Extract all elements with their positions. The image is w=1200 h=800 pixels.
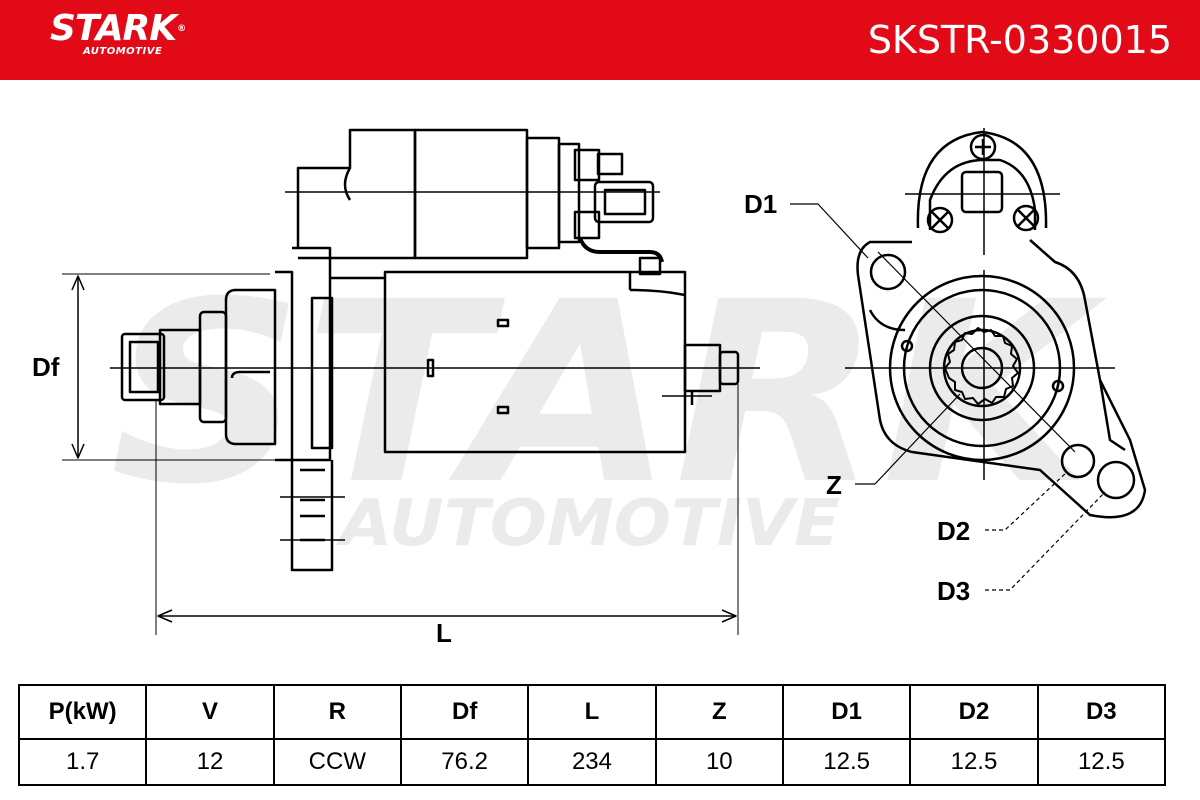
value-d3: 12.5 — [1036, 738, 1167, 786]
header-rotation: R — [272, 684, 402, 740]
value-d1: 12.5 — [781, 738, 912, 786]
label-df: Df — [32, 352, 60, 382]
header-df: Df — [399, 684, 530, 740]
value-d2: 12.5 — [909, 738, 1039, 786]
spec-value-row: 1.7 12 CCW 76.2 234 10 12.5 12.5 12.5 — [17, 738, 1167, 786]
starter-side-view — [62, 128, 760, 635]
header-d2: D2 — [909, 684, 1039, 740]
header-voltage: V — [145, 684, 275, 740]
label-d3: D3 — [937, 576, 970, 606]
value-length: 234 — [527, 738, 657, 786]
starter-technical-drawing: STARK AUTOMOTIVE — [32, 128, 1147, 648]
part-number: SKSTR-0330015 — [867, 18, 1172, 62]
value-teeth: 10 — [654, 738, 784, 786]
spec-table: P(kW) V R Df L Z D1 D2 D3 1.7 12 CCW 76.… — [17, 684, 1167, 786]
header-power: P(kW) — [17, 684, 148, 740]
spec-header-row: P(kW) V R Df L Z D1 D2 D3 — [17, 684, 1167, 740]
watermark-automotive: AUTOMOTIVE — [335, 487, 840, 561]
header-bar: STARK® AUTOMOTIVE SKSTR-0330015 — [0, 0, 1200, 80]
value-power: 1.7 — [17, 738, 148, 786]
label-l: L — [436, 618, 452, 648]
starter-end-view — [790, 128, 1147, 591]
logo-registered-mark: ® — [177, 24, 186, 34]
header-teeth: Z — [654, 684, 784, 740]
header-d1: D1 — [781, 684, 912, 740]
header-length: L — [527, 684, 657, 740]
watermark-stark: STARK — [110, 248, 1108, 539]
value-df: 76.2 — [399, 738, 530, 786]
watermark: STARK AUTOMOTIVE — [110, 248, 1108, 561]
label-z: Z — [826, 470, 842, 500]
value-rotation: CCW — [272, 738, 402, 786]
stark-logo: STARK® AUTOMOTIVE — [50, 8, 186, 58]
label-d1: D1 — [744, 189, 777, 219]
logo-brand-text: STARK — [50, 8, 177, 49]
value-voltage: 12 — [145, 738, 275, 786]
header-d3: D3 — [1036, 684, 1167, 740]
logo-subline: AUTOMOTIVE — [83, 46, 163, 57]
label-d2: D2 — [937, 516, 970, 546]
